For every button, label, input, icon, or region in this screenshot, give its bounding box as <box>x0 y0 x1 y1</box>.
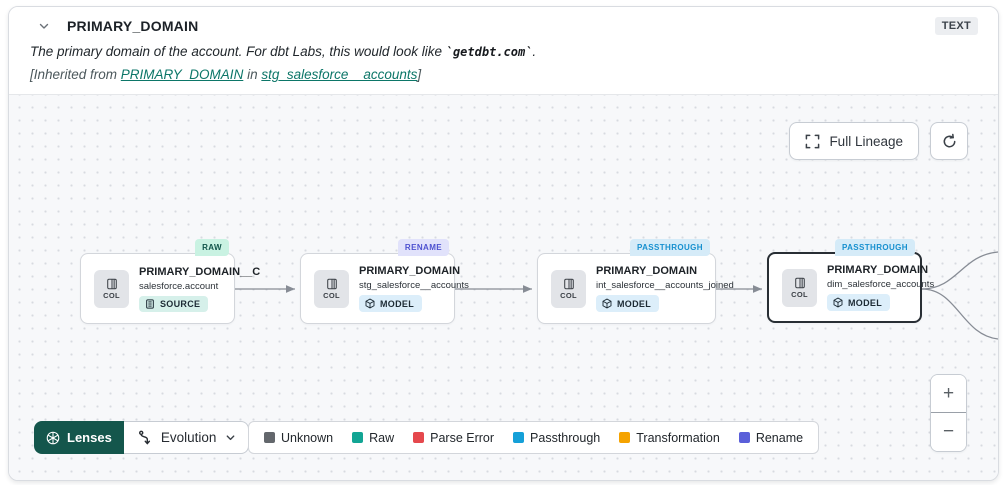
lens-aperture-icon <box>46 431 60 445</box>
resource-type-label: MODEL <box>380 298 414 309</box>
column-title: PRIMARY_DOMAIN <box>67 18 199 34</box>
evolution-badge: PASSTHROUGH <box>834 239 915 256</box>
lineage-edges <box>235 251 998 340</box>
lenses-button[interactable]: Lenses <box>34 421 124 454</box>
description-text: The primary domain of the account. For d… <box>30 44 446 59</box>
legend-swatch <box>352 432 364 443</box>
description-period: . <box>532 44 537 59</box>
resource-type-badge: MODEL <box>359 295 422 312</box>
evolution-badge: RAW <box>195 239 229 256</box>
evolution-legend: Unknown Raw Parse Error Passthrough Tran… <box>248 421 820 454</box>
legend-item-unknown: Unknown <box>264 431 333 445</box>
model-cube-icon <box>365 298 375 309</box>
source-icon <box>146 298 154 309</box>
lineage-node-source[interactable]: RAW COL PRIMARY_DOMAIN__C salesforce.acc… <box>80 239 260 324</box>
zoom-in-button[interactable]: + <box>931 375 966 413</box>
col-label: COL <box>103 290 120 300</box>
full-lineage-button[interactable]: Full Lineage <box>789 122 919 160</box>
column-header: PRIMARY_DOMAIN TEXT The primary domain o… <box>9 7 998 95</box>
inherited-middle: in <box>243 67 262 82</box>
resource-type-label: SOURCE <box>160 298 201 309</box>
column-description: The primary domain of the account. For d… <box>30 44 978 59</box>
inherited-column-link[interactable]: PRIMARY_DOMAIN <box>120 67 244 82</box>
resource-type-badge: MODEL <box>827 294 890 311</box>
data-type-badge: TEXT <box>934 17 978 35</box>
evolution-badge: PASSTHROUGH <box>629 239 710 256</box>
chevron-down-icon <box>225 432 236 443</box>
legend-label: Passthrough <box>530 430 601 445</box>
lenses-control: Lenses Evolution <box>34 421 250 454</box>
refresh-button[interactable] <box>930 122 968 160</box>
lens-selected-label: Evolution <box>160 430 217 445</box>
canvas-toolbar: Full Lineage <box>789 122 968 160</box>
legend-swatch <box>738 432 750 443</box>
resource-type-badge: SOURCE <box>139 295 209 312</box>
legend-item-transformation: Transformation <box>619 431 720 445</box>
lineage-node-staging[interactable]: RENAME COL PRIMARY_DOMAIN stg_salesforce… <box>300 239 469 324</box>
node-title: PRIMARY_DOMAIN <box>596 265 698 277</box>
zoom-controls: + − <box>930 374 967 452</box>
resource-type-label: MODEL <box>848 297 882 308</box>
legend-swatch <box>264 432 275 443</box>
legend-item-raw: Raw <box>352 431 394 445</box>
evolution-route-icon <box>137 430 152 446</box>
legend-item-passthrough: Passthrough <box>513 431 600 445</box>
inherited-model-link[interactable]: stg_salesforce__accounts <box>261 67 418 82</box>
refresh-icon <box>941 133 958 150</box>
node-title: PRIMARY_DOMAIN__C <box>139 265 261 278</box>
columns-icon <box>326 278 337 289</box>
columns-icon <box>106 278 117 289</box>
legend-item-rename: Rename <box>738 430 804 445</box>
legend-label: Unknown <box>281 430 334 445</box>
column-chip: COL <box>551 269 586 308</box>
evolution-badge: RENAME <box>397 239 449 256</box>
collapse-chevron-icon[interactable] <box>38 20 50 32</box>
col-label: COL <box>323 290 340 300</box>
legend-label: Rename <box>755 430 804 445</box>
expand-icon <box>805 134 820 149</box>
resource-type-badge: MODEL <box>596 295 659 312</box>
lineage-node-dim-selected[interactable]: PASSTHROUGH COL PRIMARY_DOMAIN dim_sales… <box>767 239 934 323</box>
legend-swatch <box>513 432 525 443</box>
zoom-out-button[interactable]: − <box>931 413 966 451</box>
column-lineage-panel: PRIMARY_DOMAIN TEXT The primary domain o… <box>8 6 999 481</box>
inherited-suffix: ] <box>417 67 422 82</box>
model-cube-icon <box>833 297 843 308</box>
columns-icon <box>563 278 574 289</box>
lens-dropdown[interactable]: Evolution <box>123 421 250 454</box>
column-chip: COL <box>94 269 129 308</box>
col-label: COL <box>791 289 808 299</box>
legend-label: Transformation <box>636 430 720 445</box>
legend-label: Raw <box>369 430 395 445</box>
description-code: `getdbt.com` <box>445 45 533 59</box>
full-lineage-label: Full Lineage <box>829 133 903 149</box>
column-chip: COL <box>314 269 349 308</box>
node-subtitle: dim_salesforce_accounts <box>827 279 935 290</box>
columns-icon <box>794 277 805 288</box>
inherited-note: [Inherited from PRIMARY_DOMAIN in stg_sa… <box>30 67 978 82</box>
node-subtitle: stg_salesforce__accounts <box>359 280 469 291</box>
col-label: COL <box>560 290 577 300</box>
node-subtitle: salesforce.account <box>139 280 219 292</box>
legend-item-parse-error: Parse Error <box>413 431 494 445</box>
lenses-label: Lenses <box>67 430 112 445</box>
lineage-node-intermediate[interactable]: PASSTHROUGH COL PRIMARY_DOMAIN int_sales… <box>537 239 734 324</box>
lineage-canvas[interactable]: Full Lineage RAW COL PRIMARY_DOMAIN__C <box>9 95 998 480</box>
node-title: PRIMARY_DOMAIN <box>359 265 461 277</box>
node-title: PRIMARY_DOMAIN <box>827 264 929 276</box>
node-subtitle: int_salesforce__accounts_joined <box>596 280 734 291</box>
column-chip: COL <box>782 268 817 307</box>
model-cube-icon <box>602 298 612 309</box>
legend-swatch <box>619 432 631 443</box>
legend-label: Parse Error <box>430 430 495 445</box>
inherited-prefix: [Inherited from <box>30 67 121 82</box>
resource-type-label: MODEL <box>617 298 651 309</box>
legend-swatch <box>413 432 425 443</box>
